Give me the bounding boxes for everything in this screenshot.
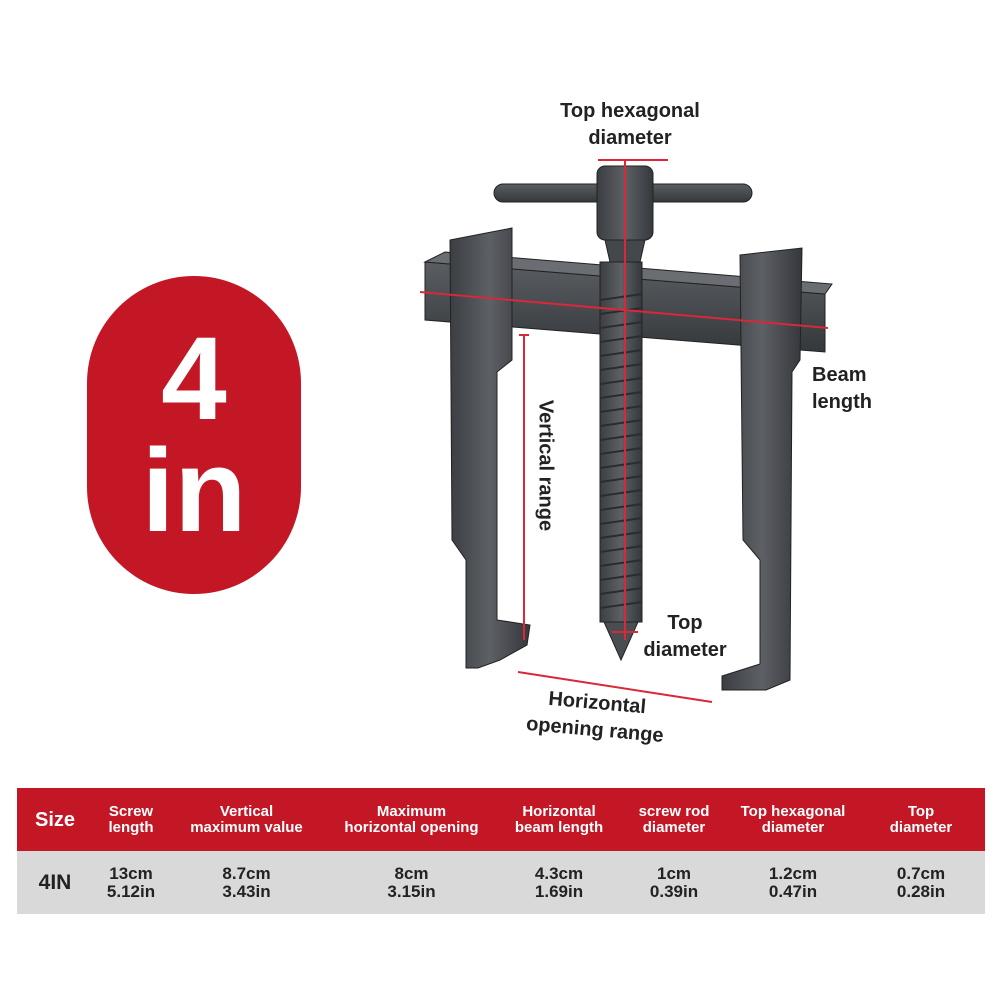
left-jaw (449, 227, 531, 669)
top-diameter-label: Top diameter (643, 612, 727, 661)
measurement-markers (419, 159, 829, 703)
size-badge-number: 4 (161, 313, 227, 445)
cell-top-diameter: 0.7cm 0.28in (857, 851, 985, 914)
cell-screw-length: 13cm 5.12in (93, 851, 169, 914)
gear-puller-illustration (419, 159, 833, 703)
cell-screw-rod-diameter: 1cm 0.39in (619, 851, 729, 914)
cell-horizontal-beam-length: 4.3cm 1.69in (499, 851, 619, 914)
header-horizontal-beam-length: Horizontal beam length (499, 788, 619, 851)
size-badge-unit: in (141, 425, 247, 557)
header-maximum-horizontal-opening: Maximum horizontal opening (324, 788, 499, 851)
header-screw-rod-diameter: screw rod diameter (619, 788, 729, 851)
cell-maximum-horizontal-opening: 8cm 3.15in (324, 851, 499, 914)
cell-size: 4IN (17, 851, 93, 914)
screw-threads (599, 293, 643, 609)
header-screw-length: Screw length (93, 788, 169, 851)
vertical-range-label: Vertical range (534, 399, 557, 532)
screw-rod (599, 261, 643, 623)
header-top-hexagonal-diameter: Top hexagonal diameter (729, 788, 857, 851)
table-row: 4IN 13cm 5.12in 8.7cm 3.43in 8cm 3.15in … (17, 851, 985, 914)
header-vertical-maximum: Vertical maximum value (169, 788, 324, 851)
cell-vertical-maximum: 8.7cm 3.43in (169, 851, 324, 914)
right-jaw (721, 247, 803, 691)
top-hexagonal-diameter-label: Top hexagonal diameter (560, 100, 700, 149)
spec-header-row: Size Screw length Vertical maximum value… (17, 788, 985, 851)
header-size: Size (17, 788, 93, 851)
header-top-diameter: Top diameter (857, 788, 985, 851)
size-badge: 4 in (87, 276, 301, 594)
beam-length-label: Beam length (812, 364, 872, 413)
specification-table: Size Screw length Vertical maximum value… (17, 788, 985, 914)
cell-top-hexagonal-diameter: 1.2cm 0.47in (729, 851, 857, 914)
